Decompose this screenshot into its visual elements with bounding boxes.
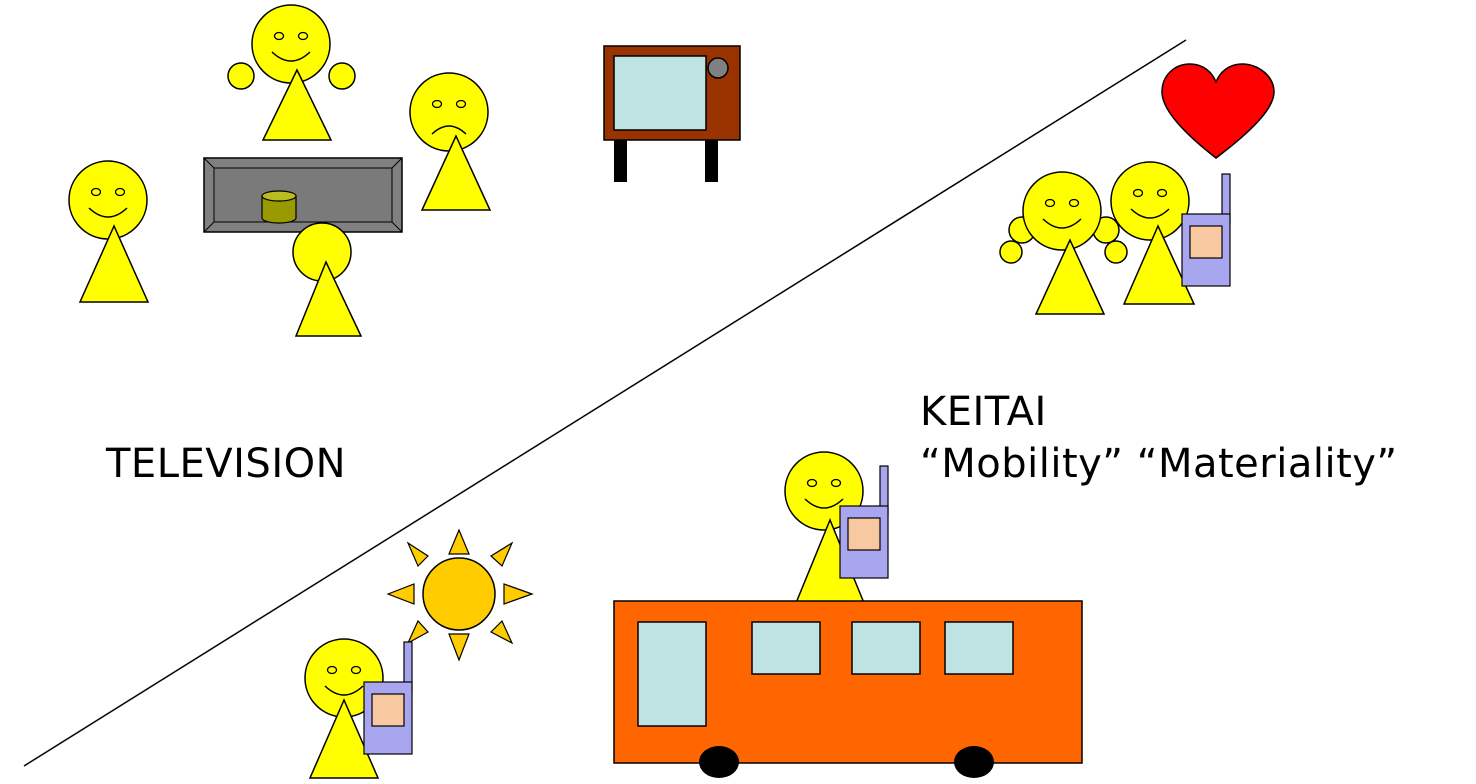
television-label: TELEVISION xyxy=(106,441,347,487)
person-girl-top xyxy=(227,4,356,141)
television-icon xyxy=(603,45,741,182)
heart-icon xyxy=(1161,63,1275,159)
person-walking xyxy=(304,638,384,779)
person-left xyxy=(68,160,150,303)
keitai-subtitle: “Mobility” “Materiality” xyxy=(920,441,1398,487)
bus-icon xyxy=(613,600,1083,778)
cup-icon xyxy=(261,190,297,224)
person-back xyxy=(292,222,363,337)
keitai-title: KEITAI xyxy=(920,389,1047,435)
divider-line xyxy=(23,39,1187,767)
person-couple-boy xyxy=(1110,161,1196,305)
person-couple-girl xyxy=(999,171,1128,315)
sun-icon xyxy=(386,528,534,662)
dining-table xyxy=(203,157,403,233)
phone-icon-couple xyxy=(1181,173,1231,287)
person-sad xyxy=(409,72,492,211)
